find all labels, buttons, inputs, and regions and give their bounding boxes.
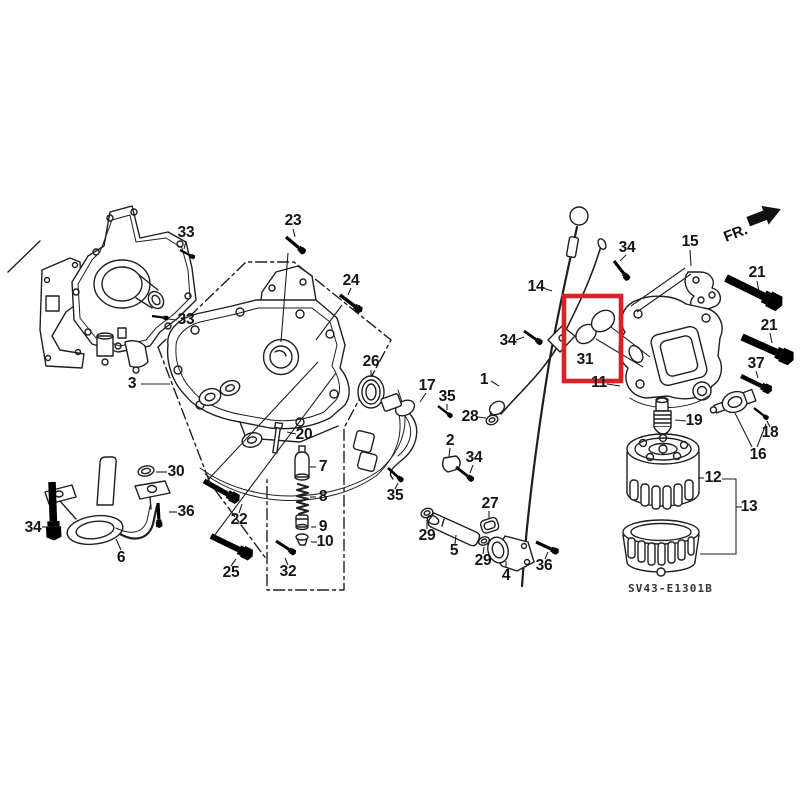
part-label-3-4: 3 xyxy=(127,375,137,392)
part-label-34-15: 34 xyxy=(24,519,42,536)
gasket-27 xyxy=(479,516,500,534)
relief-valve-piston-7 xyxy=(294,445,310,481)
part-label-35-20: 35 xyxy=(386,487,404,504)
part-label-34-33: 34 xyxy=(618,239,636,256)
part-label-20-6: 20 xyxy=(295,426,313,443)
part-label-21-36: 21 xyxy=(760,317,778,334)
filter-cup-13 xyxy=(622,519,700,577)
diagram-code: SV43-E1301B xyxy=(628,582,713,595)
part-label-1-22: 1 xyxy=(479,371,489,388)
part-label-10-10: 10 xyxy=(316,533,334,550)
part-label-37-37: 37 xyxy=(747,355,765,372)
part-label-31-39: 31 xyxy=(576,351,594,368)
oil-pressure-sensor-cluster-drawing xyxy=(352,393,476,484)
valve-19 xyxy=(653,396,672,435)
part-label-22-11: 22 xyxy=(230,511,248,528)
part-label-28-21: 28 xyxy=(461,408,479,425)
part-label-5-27: 5 xyxy=(449,542,459,559)
highlight-box xyxy=(561,293,624,384)
engine-side-cover-drawing xyxy=(7,205,197,374)
part-label-19-40: 19 xyxy=(685,412,703,429)
oil-pump-assembly-drawing xyxy=(166,234,406,501)
relief-spring-8 xyxy=(295,482,310,516)
part-label-8-8: 8 xyxy=(318,488,328,505)
part-label-24-3: 24 xyxy=(342,272,360,289)
part-label-21-35: 21 xyxy=(748,264,766,281)
part-label-14-31: 14 xyxy=(527,278,545,295)
oil-filter-drawing xyxy=(622,433,700,577)
o-ring-30 xyxy=(137,465,155,477)
part-label-36-30: 36 xyxy=(535,557,553,574)
part-label-9-9: 9 xyxy=(318,518,328,535)
part-label-7-7: 7 xyxy=(318,458,328,475)
filter-base-cluster-drawing xyxy=(575,270,797,435)
valve-seat-9 xyxy=(295,514,309,531)
part-label-12-43: 12 xyxy=(704,469,722,486)
o-rings-31 xyxy=(575,309,616,345)
part-label-30-14: 30 xyxy=(167,463,185,480)
part-label-23-2: 23 xyxy=(284,212,302,229)
part-label-33-0: 33 xyxy=(177,224,195,241)
washer-28 xyxy=(485,414,499,426)
part-label-25-12: 25 xyxy=(222,564,240,581)
oil-seal-26 xyxy=(357,375,385,409)
fr-label: FR. xyxy=(721,221,750,246)
part-label-17-18: 17 xyxy=(418,377,436,394)
part-label-29-26: 29 xyxy=(418,527,436,544)
oil-pressure-switch-16 xyxy=(709,388,757,414)
valve-cap-10 xyxy=(295,533,309,546)
dowel-pin-20 xyxy=(272,421,284,454)
part-label-16-42: 16 xyxy=(749,446,767,463)
leader-lines xyxy=(42,228,773,568)
fr-arrow-icon xyxy=(746,205,781,227)
oil-pipe-5 xyxy=(427,512,481,547)
part-label-29-28: 29 xyxy=(474,552,492,569)
part-label-34-24: 34 xyxy=(465,449,483,466)
part-label-27-25: 27 xyxy=(481,495,499,512)
part-label-2-23: 2 xyxy=(445,432,455,449)
oil-strainer-drawing xyxy=(44,456,171,546)
part-label-6-17: 6 xyxy=(116,549,126,566)
relief-valve-parts-drawing xyxy=(201,421,310,562)
part-label-18-41: 18 xyxy=(761,424,779,441)
oil-pipe-cluster-drawing xyxy=(420,507,561,572)
washer-29-right xyxy=(477,536,491,546)
part-label-11-38: 11 xyxy=(591,374,607,391)
part-label-36-16: 36 xyxy=(177,503,195,520)
part-label-33-1: 33 xyxy=(177,311,195,328)
part-label-26-5: 26 xyxy=(362,353,380,370)
part-label-4-29: 4 xyxy=(501,567,511,584)
part-label-15-34: 15 xyxy=(681,233,699,250)
fr-direction-indicator: FR. xyxy=(721,205,781,246)
part-label-35-19: 35 xyxy=(438,388,456,405)
part-label-34-32: 34 xyxy=(499,332,517,349)
dipstick-and-tube-drawing xyxy=(485,206,632,588)
part-label-13-44: 13 xyxy=(740,498,758,515)
part-label-32-13: 32 xyxy=(279,563,297,580)
oil-joint-4 xyxy=(487,535,535,572)
